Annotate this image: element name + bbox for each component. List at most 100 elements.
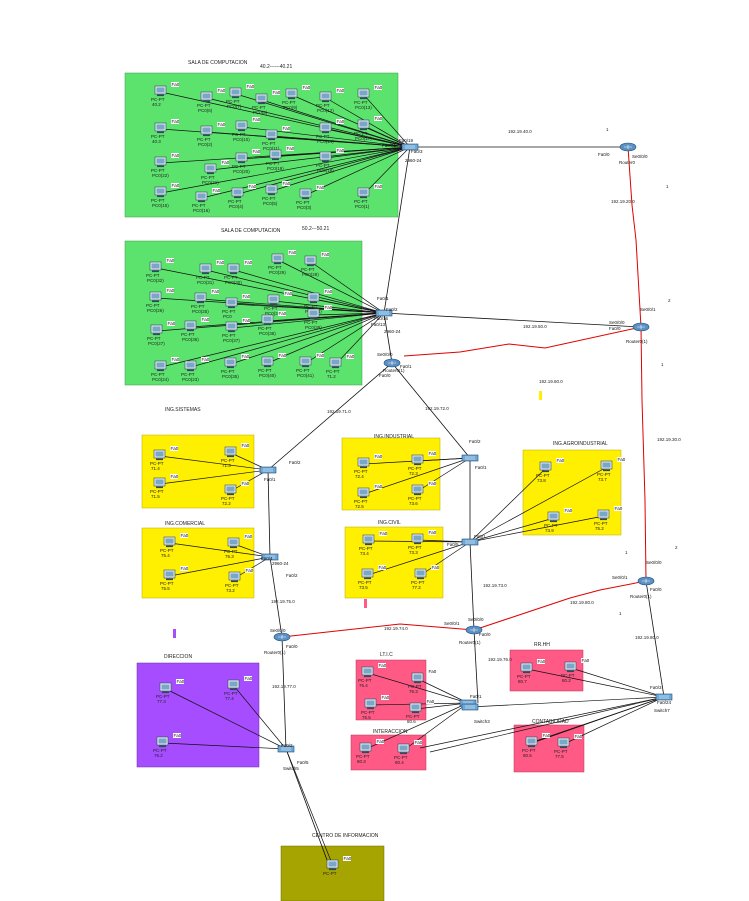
switch[interactable] (461, 454, 479, 462)
switch[interactable] (375, 309, 393, 317)
switch[interactable] (261, 553, 279, 561)
keyboard-icon (528, 745, 535, 748)
router[interactable] (465, 625, 483, 635)
pc-port-label: Fa0 (172, 153, 180, 158)
router[interactable] (383, 358, 401, 368)
switch[interactable] (461, 703, 479, 711)
network-link (363, 146, 411, 195)
router[interactable] (273, 632, 291, 642)
router[interactable] (637, 576, 655, 586)
port-label: Se0/0/0 (646, 560, 662, 565)
switch[interactable] (655, 693, 673, 701)
switch[interactable] (277, 745, 295, 753)
switch[interactable] (401, 143, 419, 151)
port-tag (166, 288, 174, 293)
port-tag (374, 85, 382, 90)
router[interactable] (619, 142, 637, 152)
router[interactable] (632, 322, 650, 332)
switch[interactable] (461, 538, 479, 546)
switch[interactable] (259, 466, 277, 474)
pc-port-label: Fa0 (172, 357, 180, 362)
